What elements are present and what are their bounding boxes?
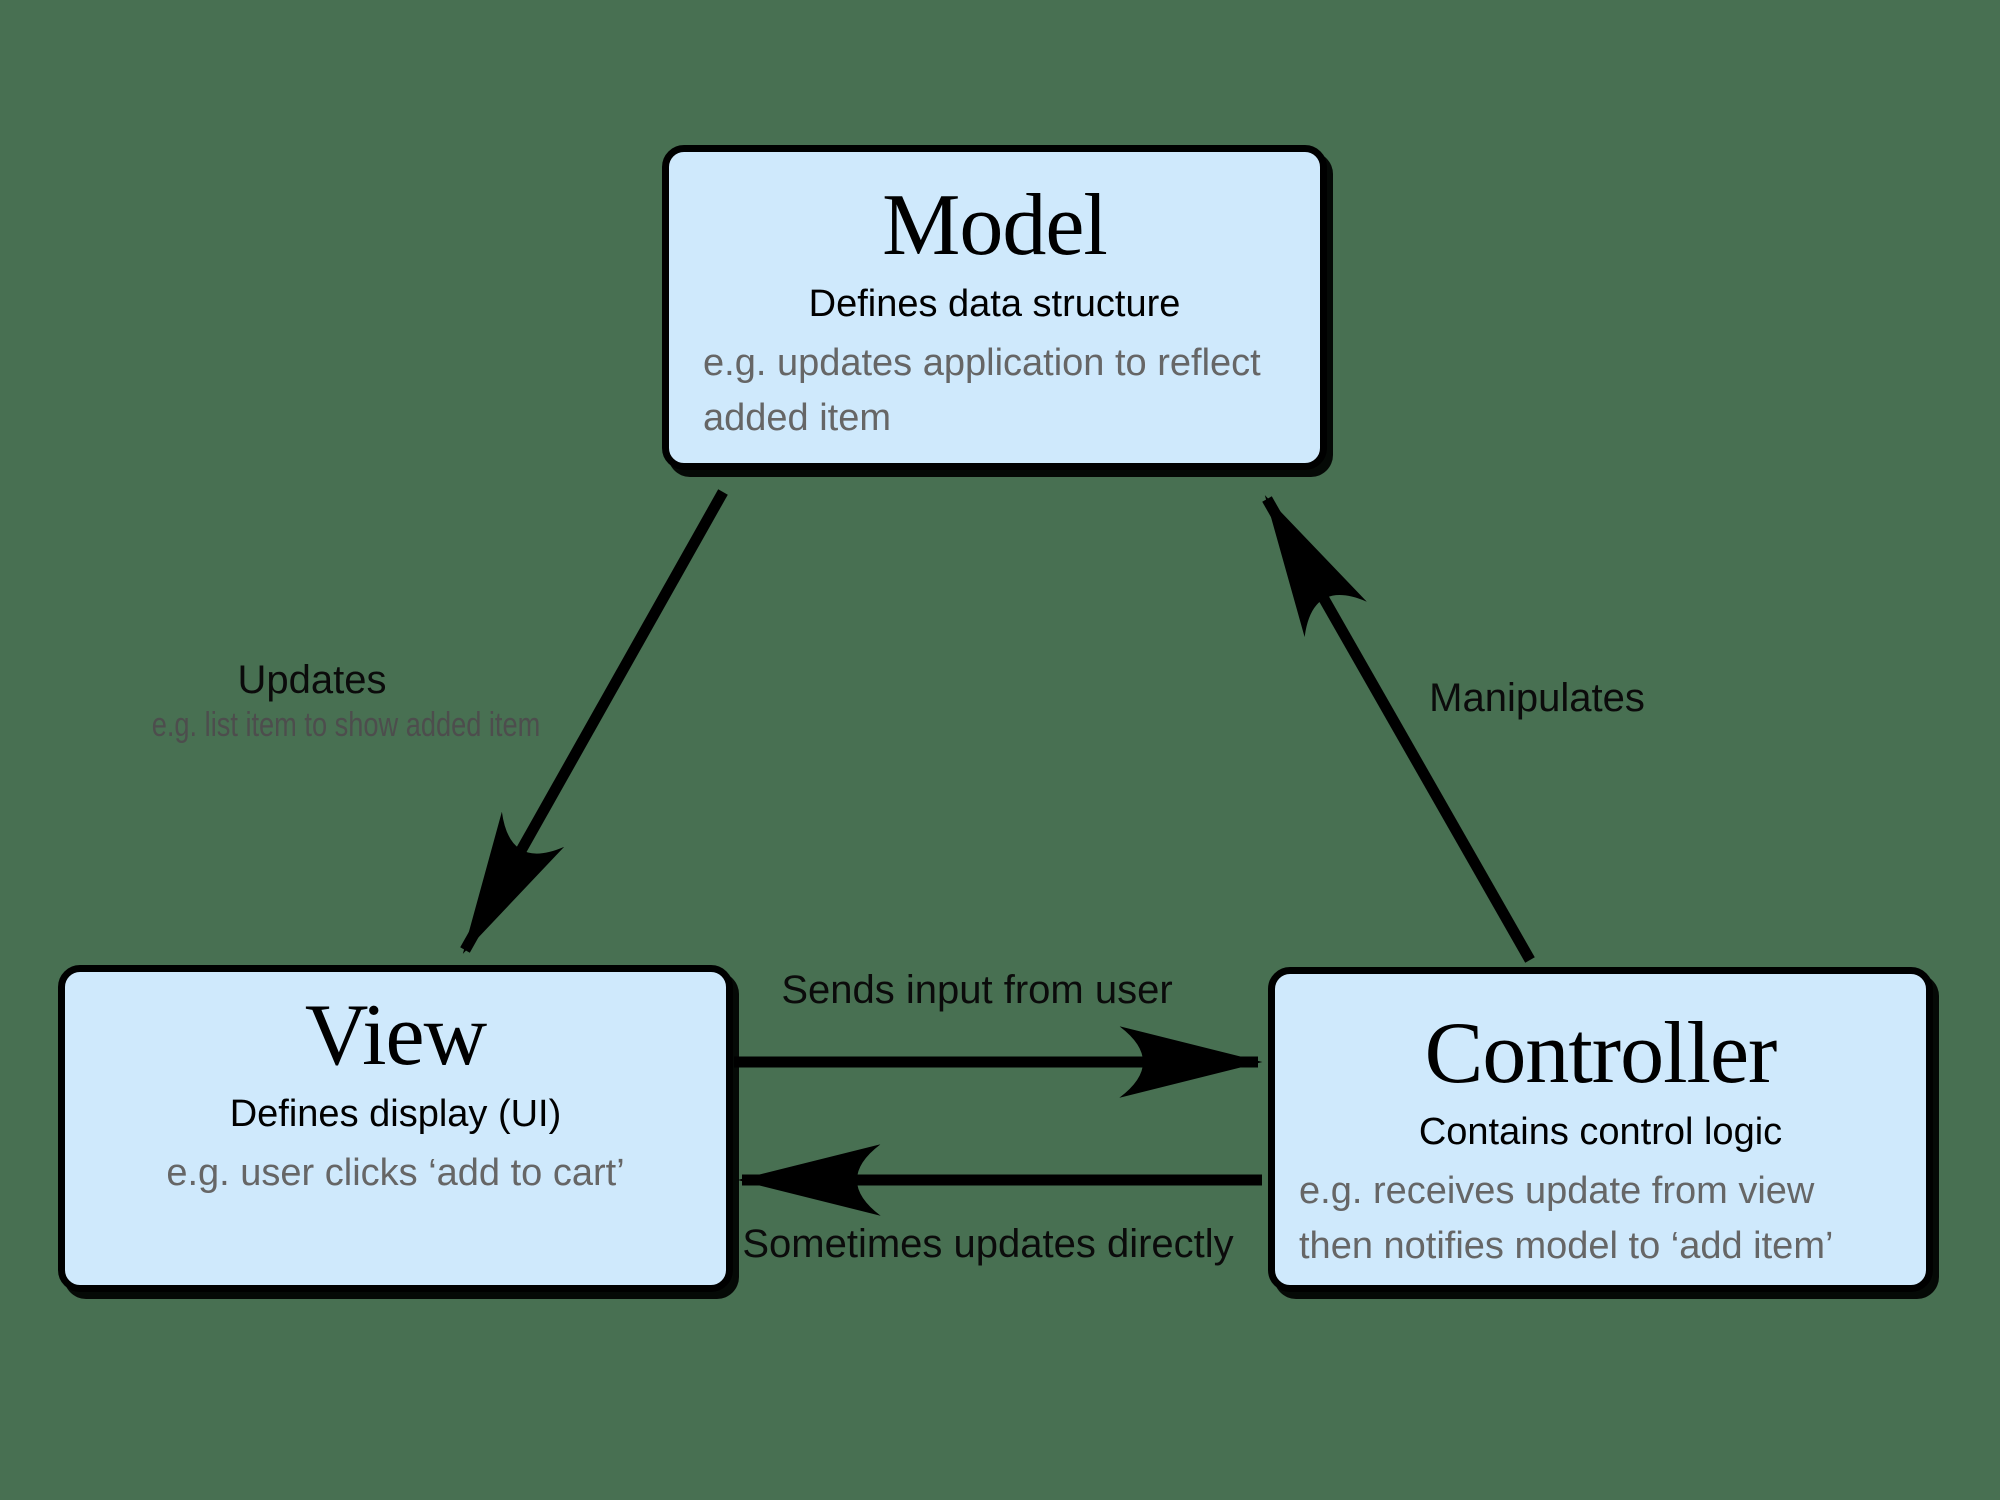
controller-to-model-arrow [1262,495,1535,963]
model-to-view-arrow [460,489,728,954]
controller-subtitle: Contains control logic [1418,1111,1783,1153]
manipulates-label: Manipulates [1429,676,1645,720]
updates-sublabel: e.g. list item to show added item [151,706,541,744]
model-title: Model [882,177,1108,274]
view-box: View Defines display (UI) e.g. user clic… [58,965,733,1292]
view-example: e.g. user clicks ‘add to cart’ [152,1146,638,1201]
sends-input-label: Sends input from user [781,968,1173,1012]
sometimes-updates-label: Sometimes updates directly [742,1222,1234,1266]
view-subtitle: Defines display (UI) [229,1093,562,1135]
model-box: Model Defines data structure e.g. update… [662,145,1327,470]
model-subtitle: Defines data structure [808,283,1181,325]
view-example-line-1: e.g. user clicks ‘add to cart’ [166,1151,625,1194]
controller-example: e.g. receives update from view then noti… [1275,1164,1841,1274]
controller-example-line-2: then notifies model to ‘add item’ [1299,1224,1834,1267]
view-title: View [304,987,487,1084]
updates-label: Updates [237,658,387,702]
model-example-line-1: e.g. updates application to reflect [703,341,1261,384]
controller-box: Controller Contains control logic e.g. r… [1268,967,1933,1292]
controller-title: Controller [1424,1005,1778,1102]
model-example: e.g. updates application to reflect adde… [669,336,1271,446]
model-example-line-2: added item [703,396,892,439]
controller-example-line-1: e.g. receives update from view [1299,1169,1815,1212]
